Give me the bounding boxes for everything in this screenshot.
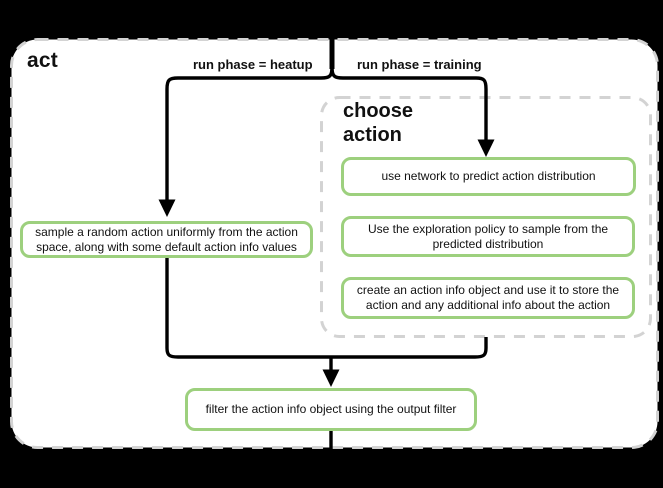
act-title: act xyxy=(27,49,58,72)
node-filter-action-info: filter the action info object using the … xyxy=(185,388,477,431)
arrowhead-heatup-icon xyxy=(158,199,176,217)
node-create-action-info-object: create an action info object and use it … xyxy=(341,277,635,319)
node-predict-action-distribution: use network to predict action distributi… xyxy=(341,157,636,196)
node-sample-random-action: sample a random action uniformly from th… xyxy=(20,221,313,258)
choose-action-group-title: choose action xyxy=(343,100,414,146)
node-exploration-policy-sample: Use the exploration policy to sample fro… xyxy=(341,216,635,257)
connector-merge-left xyxy=(165,258,331,359)
edge-label-heatup: run phase = heatup xyxy=(193,57,313,72)
arrowhead-training-icon xyxy=(477,139,495,157)
connector-training-branch xyxy=(330,66,488,140)
connector-merge-right xyxy=(331,337,488,359)
edge-label-training: run phase = training xyxy=(357,57,482,72)
arrowhead-filter-icon xyxy=(322,369,340,387)
